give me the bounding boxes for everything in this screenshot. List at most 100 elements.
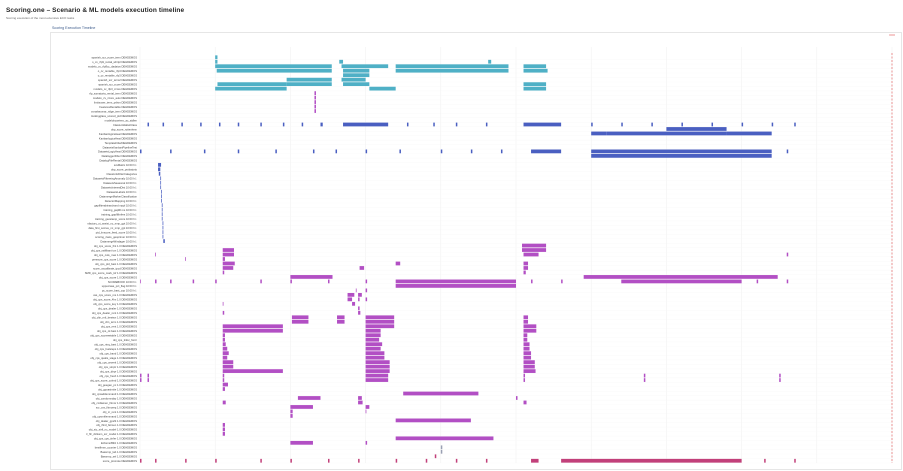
timeline-bar[interactable] — [365, 369, 390, 373]
timeline-bar[interactable] — [606, 131, 727, 136]
timeline-bar[interactable] — [365, 149, 368, 154]
timeline-bar[interactable] — [297, 396, 321, 400]
timeline-bar[interactable] — [358, 310, 361, 315]
timeline-bar[interactable] — [523, 252, 539, 257]
timeline-bar[interactable] — [455, 122, 458, 127]
timeline-bar[interactable] — [290, 440, 313, 445]
timeline-bar[interactable] — [222, 373, 225, 378]
timeline-bar[interactable] — [643, 373, 646, 378]
timeline-bar[interactable] — [222, 261, 235, 266]
timeline-bar[interactable] — [523, 346, 530, 351]
timeline-bar[interactable] — [523, 364, 535, 369]
timeline-bar[interactable] — [222, 346, 228, 351]
timeline-bar[interactable] — [237, 122, 240, 127]
timeline-bar[interactable] — [200, 122, 202, 127]
timeline-bar[interactable] — [162, 225, 164, 230]
timeline-bar[interactable] — [455, 458, 458, 463]
timeline-bar[interactable] — [328, 458, 330, 463]
timeline-bar[interactable] — [222, 431, 225, 436]
timeline-bar[interactable] — [314, 91, 316, 95]
timeline-bar[interactable] — [337, 315, 345, 320]
timeline-bar[interactable] — [365, 440, 368, 445]
timeline-bar[interactable] — [425, 458, 428, 463]
timeline-bar[interactable] — [215, 64, 332, 69]
timeline-bar[interactable] — [488, 59, 492, 64]
timeline-bar[interactable] — [343, 73, 370, 78]
timeline-bar[interactable] — [523, 122, 562, 127]
timeline-bar[interactable] — [522, 248, 547, 252]
timeline-bar[interactable] — [222, 324, 283, 329]
timeline-bar[interactable] — [365, 328, 381, 333]
timeline-bar[interactable] — [185, 257, 186, 261]
timeline-bar[interactable] — [434, 454, 437, 459]
timeline-bar[interactable] — [365, 297, 368, 302]
timeline-bar[interactable] — [591, 149, 772, 154]
timeline-bar[interactable] — [500, 149, 503, 154]
timeline-bar[interactable] — [161, 216, 163, 221]
timeline-bar[interactable] — [170, 149, 172, 154]
timeline-bar[interactable] — [335, 149, 338, 154]
timeline-bar[interactable] — [147, 378, 150, 382]
timeline-bar[interactable] — [369, 86, 396, 91]
timeline-bar[interactable] — [163, 239, 165, 243]
timeline-bar[interactable] — [786, 279, 789, 284]
timeline-bar[interactable] — [440, 149, 443, 154]
timeline-bar[interactable] — [162, 122, 165, 127]
timeline-bar[interactable] — [222, 248, 234, 252]
timeline-bar[interactable] — [355, 288, 357, 293]
timeline-bar[interactable] — [531, 149, 562, 154]
timeline-bar[interactable] — [147, 373, 150, 378]
timeline-bar[interactable] — [290, 458, 292, 463]
timeline-bar[interactable] — [290, 405, 313, 409]
timeline-bar[interactable] — [290, 279, 292, 284]
timeline-bar[interactable] — [160, 176, 162, 181]
timeline-bar[interactable] — [158, 167, 161, 172]
timeline-bar[interactable] — [591, 122, 593, 127]
timeline-bar[interactable] — [395, 436, 494, 441]
timeline-bar[interactable] — [291, 319, 309, 324]
timeline-bar[interactable] — [222, 400, 226, 405]
timeline-bar[interactable] — [222, 427, 225, 432]
timeline-bar[interactable] — [215, 59, 218, 64]
timeline-bar[interactable] — [155, 458, 157, 463]
timeline-bar[interactable] — [395, 261, 401, 266]
timeline-bar[interactable] — [358, 292, 362, 297]
timeline-bar[interactable] — [147, 122, 150, 127]
timeline-bar[interactable] — [222, 270, 225, 275]
timeline-bar[interactable] — [406, 122, 409, 127]
timeline-bar[interactable] — [485, 458, 488, 463]
timeline-bar[interactable] — [161, 203, 163, 208]
timeline-bar[interactable] — [681, 122, 683, 127]
timeline-bar[interactable] — [433, 122, 435, 127]
timeline-bar[interactable] — [222, 266, 234, 270]
timeline-bar[interactable] — [711, 122, 714, 127]
timeline-bar[interactable] — [523, 360, 535, 365]
timeline-bar[interactable] — [140, 149, 142, 154]
timeline-bar[interactable] — [215, 55, 218, 60]
timeline-bar[interactable] — [523, 319, 529, 324]
timeline-bar[interactable] — [358, 396, 362, 400]
timeline-bar[interactable] — [523, 378, 526, 382]
timeline-bar[interactable] — [786, 149, 789, 154]
timeline-bar[interactable] — [531, 458, 539, 463]
timeline-bar[interactable] — [523, 266, 529, 270]
timeline-bar[interactable] — [160, 185, 162, 190]
timeline-bar[interactable] — [158, 171, 161, 176]
timeline-bar[interactable] — [523, 86, 547, 91]
timeline-bar[interactable] — [222, 378, 225, 382]
timeline-bar[interactable] — [161, 207, 163, 212]
timeline-bar[interactable] — [764, 458, 766, 463]
timeline-bar[interactable] — [217, 82, 287, 87]
timeline-bar[interactable] — [440, 449, 443, 454]
timeline-bar[interactable] — [222, 252, 234, 257]
timeline-bar[interactable] — [399, 149, 401, 154]
timeline-bar[interactable] — [395, 64, 509, 69]
timeline-bar[interactable] — [365, 409, 367, 414]
timeline-bar[interactable] — [779, 373, 781, 378]
timeline-bar[interactable] — [192, 279, 195, 284]
timeline-bar[interactable] — [222, 333, 225, 338]
timeline-bar[interactable] — [485, 122, 488, 127]
timeline-bar[interactable] — [222, 351, 229, 356]
timeline-bar[interactable] — [222, 382, 228, 387]
timeline-bar[interactable] — [522, 243, 547, 248]
